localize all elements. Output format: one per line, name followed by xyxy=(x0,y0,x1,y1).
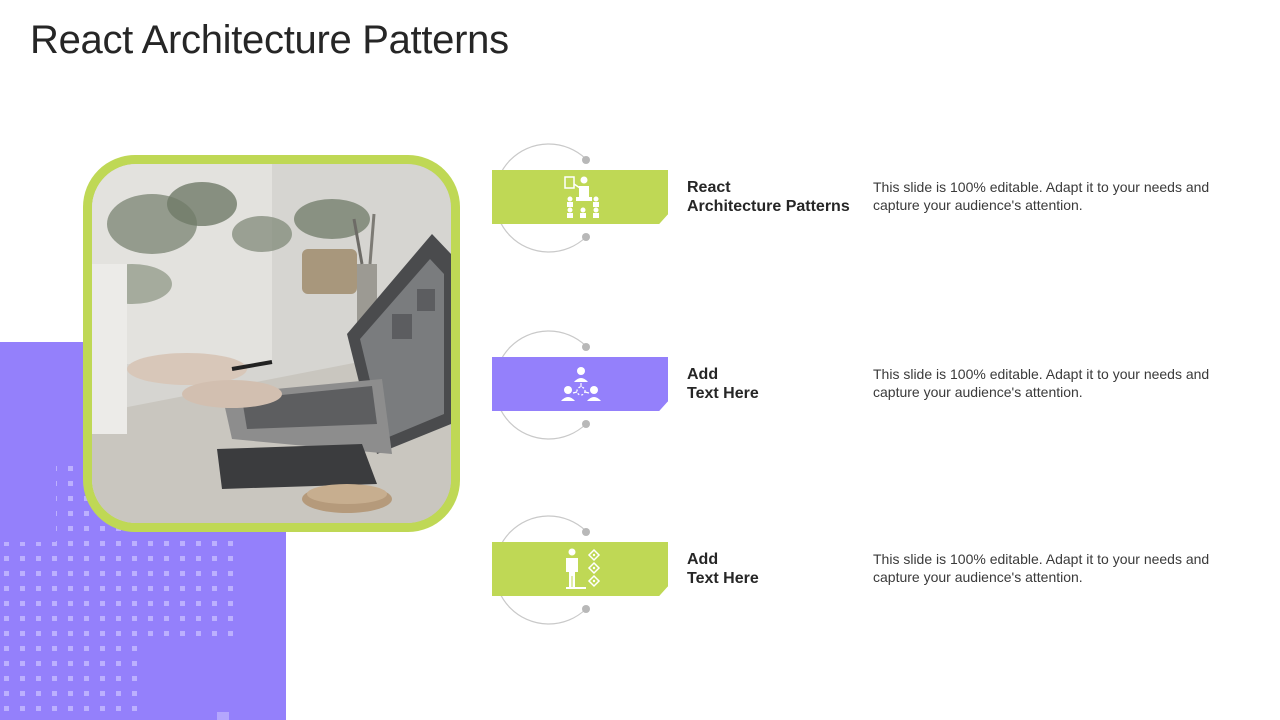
photo-frame xyxy=(83,155,460,532)
item-description: This slide is 100% editable. Adapt it to… xyxy=(873,179,1210,213)
item-description: This slide is 100% editable. Adapt it to… xyxy=(873,366,1210,400)
list-item: React Architecture Patterns This slide i… xyxy=(490,143,1250,253)
person-steps-icon xyxy=(566,548,601,589)
item-label-line1: Add xyxy=(687,366,719,383)
item-label-line1: React xyxy=(687,179,731,196)
list-item: Add Text Here This slide is 100% editabl… xyxy=(490,330,1250,440)
item-description: This slide is 100% editable. Adapt it to… xyxy=(873,551,1210,585)
band-green xyxy=(492,170,668,224)
band-purple xyxy=(492,357,668,411)
item-label-line1: Add xyxy=(687,551,719,568)
photo-illustration xyxy=(92,164,451,523)
list-item: Add Text Here This slide is 100% editabl… xyxy=(490,515,1250,625)
item-label-line2: Text Here xyxy=(687,570,759,587)
band-green xyxy=(492,542,668,596)
item-label-line2: Text Here xyxy=(687,385,759,402)
page-title: React Architecture Patterns xyxy=(30,18,509,62)
item-label: Add Text Here xyxy=(687,550,867,588)
item-label: Add Text Here xyxy=(687,365,867,403)
item-label-line2: Architecture Patterns xyxy=(687,198,850,215)
laptop-desk-photo xyxy=(92,164,451,523)
item-label: React Architecture Patterns xyxy=(687,178,867,216)
team-network-icon xyxy=(561,367,601,401)
presenter-audience-icon xyxy=(564,176,599,218)
decorative-square xyxy=(217,712,229,720)
